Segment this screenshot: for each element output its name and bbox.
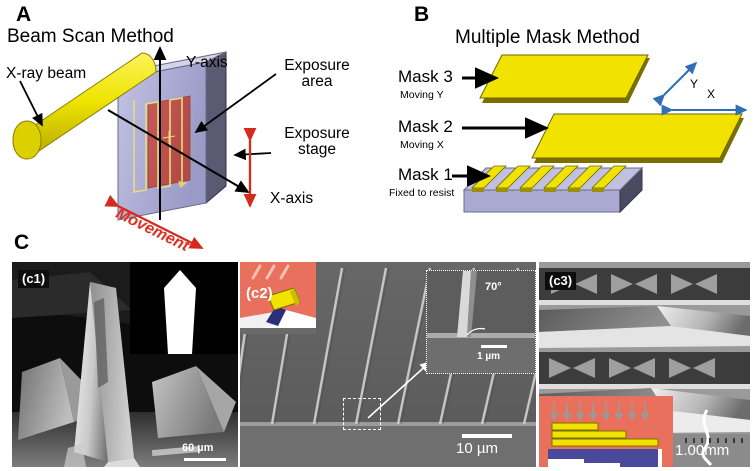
c3-schematic-inset bbox=[539, 396, 673, 467]
panel-b-title: Multiple Mask Method bbox=[455, 27, 640, 48]
xray-beam-label: X-ray beam bbox=[6, 65, 87, 82]
sem-image-c2: 70° 1 µm (c2) 10 µm bbox=[240, 262, 536, 467]
c2-schematic-content bbox=[240, 262, 316, 334]
mask-2-label: Mask 2 bbox=[398, 117, 453, 136]
xray-beam-leader bbox=[19, 80, 43, 127]
c2-magnified-inset: 70° 1 µm bbox=[426, 270, 536, 374]
exposure-stage-leader bbox=[233, 148, 272, 161]
c3-fiber bbox=[701, 409, 713, 466]
scan-center-marker bbox=[162, 131, 176, 144]
mask-1-sublabel: Fixed to resist bbox=[389, 187, 455, 199]
mask-3-sublabel: Moving Y bbox=[400, 89, 444, 101]
y-axis-arrow-b bbox=[652, 61, 698, 107]
white-arrow-icon bbox=[130, 262, 238, 354]
c3-scalebar-label: 1.00mm bbox=[675, 442, 730, 459]
panel-b-diagram bbox=[452, 54, 748, 214]
sem-image-c3: (c3) 1.00mm bbox=[539, 262, 750, 467]
mask-1-label: Mask 1 bbox=[398, 165, 453, 184]
c1-scalebar-label: 60 µm bbox=[182, 442, 214, 454]
exposure-area-label: Exposure area bbox=[284, 57, 350, 91]
c2-inset-scalebar-label: 1 µm bbox=[477, 351, 500, 362]
mask-3-shape bbox=[479, 54, 650, 103]
c2-tag: (c2) bbox=[246, 285, 273, 302]
mask-2-sublabel: Moving X bbox=[400, 139, 444, 151]
exposure-area-leader bbox=[194, 73, 277, 134]
c2-schematic-inset: (c2) bbox=[240, 262, 316, 334]
c2-source-box bbox=[343, 398, 381, 430]
exposure-stage-label: Exposure stage bbox=[284, 125, 350, 159]
mask-2-shape bbox=[531, 113, 744, 163]
c1-tag: (c1) bbox=[18, 270, 50, 288]
panel-letter-b: B bbox=[414, 3, 430, 26]
c2-inset-scalebar bbox=[481, 345, 507, 348]
c2-scalebar-label: 10 µm bbox=[456, 440, 498, 457]
sem-image-c1: (c1) 60 µm bbox=[12, 262, 238, 467]
panel-letter-c: C bbox=[14, 231, 30, 254]
axis-label-x-b: X bbox=[707, 87, 716, 101]
x-axis-label: X-axis bbox=[270, 190, 314, 207]
axis-label-y-b: Y bbox=[690, 77, 699, 91]
c2-scalebar bbox=[462, 434, 512, 438]
c3-tag: (c3) bbox=[545, 272, 577, 290]
panel-a-diagram bbox=[12, 46, 277, 250]
c2-inset-angle-label: 70° bbox=[485, 281, 502, 293]
c3-schematic-content bbox=[540, 397, 672, 467]
panel-a-title: Beam Scan Method bbox=[7, 26, 174, 47]
c1-inset-arrow-box bbox=[130, 262, 238, 354]
y-axis-label: Y-axis bbox=[186, 54, 228, 71]
mask-1-stripes bbox=[471, 165, 627, 192]
movement-arrow bbox=[104, 194, 204, 250]
c2-zoom-pointer bbox=[367, 360, 432, 419]
mask-3-label: Mask 3 bbox=[398, 67, 453, 86]
scan-path bbox=[133, 97, 187, 193]
panel-letter-a: A bbox=[16, 3, 32, 26]
exposure-arrows bbox=[549, 402, 650, 421]
x-axis-arrow bbox=[107, 109, 250, 194]
xray-beam-shape bbox=[12, 52, 157, 160]
c1-scalebar bbox=[184, 458, 226, 461]
c2-inset-content bbox=[427, 271, 535, 373]
